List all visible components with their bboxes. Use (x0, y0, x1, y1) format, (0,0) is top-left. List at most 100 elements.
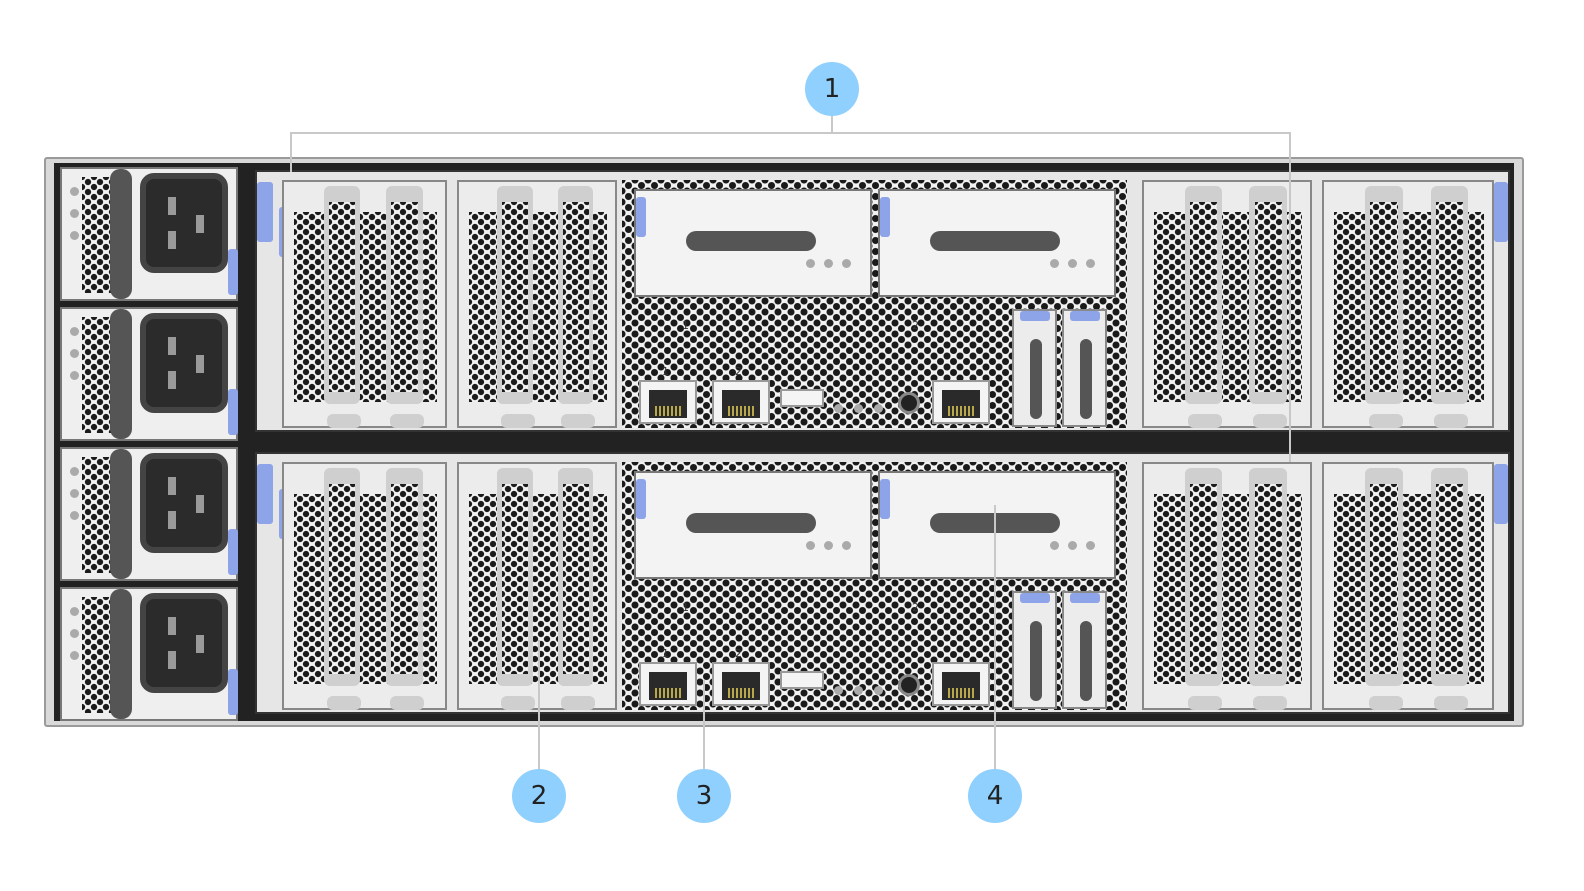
rj45-pins (948, 406, 974, 416)
riser-tab (1368, 696, 1403, 710)
ocp-slot-2-label: 2 (912, 601, 919, 614)
psu-led (70, 651, 79, 660)
rj45-pins (728, 406, 754, 416)
drive-handle (1030, 621, 1042, 701)
riser-tab (389, 414, 424, 428)
power-socket-icon (140, 173, 228, 273)
callout-1-bracket-left (290, 132, 292, 172)
pcie-riser (1142, 180, 1312, 428)
ocp-latch (880, 197, 890, 237)
power-supply (60, 447, 238, 581)
socket-pin (196, 495, 204, 513)
ocp-led (806, 259, 815, 268)
psu-led (70, 489, 79, 498)
status-led (854, 404, 863, 413)
ocp-led (842, 541, 851, 550)
slot-vent (502, 202, 528, 392)
callout-4-leader (994, 505, 996, 770)
drive-latch (1070, 311, 1100, 321)
drive-bay-1 (1012, 309, 1057, 427)
ocp-led (842, 259, 851, 268)
ocp-module (878, 189, 1116, 297)
slot-vent (1370, 202, 1398, 392)
status-led (874, 686, 883, 695)
audio-jack (898, 392, 920, 414)
psu-led (70, 209, 79, 218)
socket-pin (196, 355, 204, 373)
riser-tab (1252, 696, 1287, 710)
callout-1-bracket (290, 132, 1291, 134)
socket-pin (168, 337, 176, 355)
ocp-latch (880, 479, 890, 519)
psu-release-latch (228, 529, 238, 575)
psu-release-latch (228, 249, 238, 295)
management-port (932, 662, 990, 706)
slot-vent (1254, 202, 1282, 392)
callout-4: 4 (968, 769, 1022, 823)
socket-pin (196, 635, 204, 653)
slot-vent (328, 484, 355, 674)
slot-vent (1435, 484, 1464, 674)
pcie-riser (282, 462, 447, 710)
ocp-led (824, 259, 833, 268)
drive-bay-2 (1062, 591, 1107, 709)
lan-1-label: 1 (662, 647, 669, 660)
ocp-module (634, 189, 872, 297)
riser-tab (500, 414, 535, 428)
pcie-riser (282, 180, 447, 428)
drive-latch (1070, 593, 1100, 603)
drive-latch (1020, 593, 1050, 603)
usb-port (780, 671, 824, 689)
riser-tab (561, 414, 596, 428)
socket-pin (168, 231, 176, 249)
riser-tab (326, 696, 361, 710)
drive-bay-2 (1062, 309, 1107, 427)
node-release-handle (257, 464, 273, 524)
ocp-latch (636, 197, 646, 237)
psu-handle (110, 169, 132, 299)
ocp-led (1086, 541, 1095, 550)
drive-handle (1080, 339, 1092, 419)
rj45-pins (728, 688, 754, 698)
slot-vent (328, 202, 355, 392)
power-supply (60, 587, 238, 721)
rj45-pins (655, 406, 681, 416)
riser-tab (1368, 414, 1403, 428)
ocp-led (824, 541, 833, 550)
drive-bay-1 (1012, 591, 1057, 709)
psu-handle (110, 589, 132, 719)
riser-tab (1252, 414, 1287, 428)
slot-vent (391, 202, 418, 392)
slot-vent (391, 484, 418, 674)
ocp-handle (686, 231, 816, 251)
slot-vent (1189, 484, 1218, 674)
psu-release-latch (228, 389, 238, 435)
ocp-led (1068, 259, 1077, 268)
psu-release-latch (228, 669, 238, 715)
riser-tab (1434, 414, 1469, 428)
riser-tab (1188, 414, 1223, 428)
node-release-handle (1494, 464, 1508, 524)
ocp-module (634, 471, 872, 579)
slot-vent (1189, 202, 1218, 392)
psu-handle (110, 449, 132, 579)
riser-tab (389, 696, 424, 710)
callout-1-bracket-right (1289, 132, 1291, 462)
ocp-slot-2-label: 2 (912, 319, 919, 332)
psu-led (70, 467, 79, 476)
management-port (932, 380, 990, 424)
callout-1-leader (831, 116, 833, 134)
node-release-handle (257, 182, 273, 242)
status-led (874, 404, 883, 413)
socket-pin (168, 651, 176, 669)
ocp-slot-1-label: 1 (682, 601, 689, 614)
ocp-slot-1-label: 1 (682, 319, 689, 332)
pcie-riser (1322, 462, 1494, 710)
pcie-riser (1142, 462, 1312, 710)
ocp-led (1050, 259, 1059, 268)
psu-handle (110, 309, 132, 439)
